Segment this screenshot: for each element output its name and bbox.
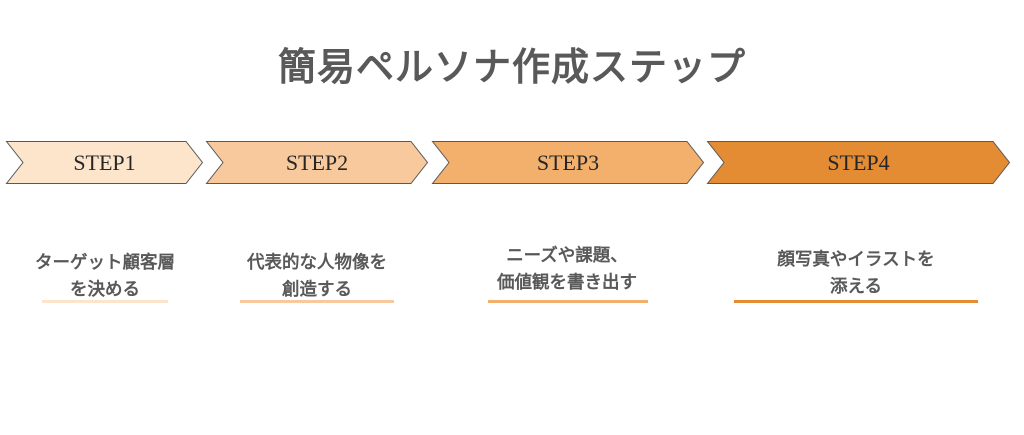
step4-desc-line1: 顔写真やイラストを: [777, 250, 935, 270]
step3-chevron-shape: [431, 141, 705, 184]
step1-desc-line1: ターゲット顧客層: [35, 253, 175, 273]
step1-chevron: [5, 141, 204, 184]
step4-label: STEP4: [827, 150, 890, 175]
step4-arrow: STEP4: [706, 141, 1011, 184]
step1-description: ターゲット顧客層 を決める: [10, 250, 200, 304]
step3-description: ニーズや課題、 価値観を書き出す: [462, 243, 672, 297]
step3-label: STEP3: [536, 150, 600, 175]
page-title: 簡易ペルソナ作成ステップ: [277, 45, 746, 89]
step3-desc-line2: 価値観を書き出す: [497, 273, 637, 293]
step4-chevron: [706, 141, 1011, 184]
step1-underline: [42, 300, 168, 303]
step4-chevron-shape: [706, 141, 1011, 184]
step2-chevron-shape: [205, 141, 429, 184]
step2-label: STEP2: [285, 150, 349, 175]
step2-desc-line1: 代表的な人物像を: [247, 253, 387, 273]
step4-desc-line2: 添える: [830, 277, 882, 297]
step1-label: STEP1: [73, 150, 136, 175]
step1-chevron-shape: [5, 141, 204, 184]
step2-chevron: [205, 141, 429, 184]
step2-description: 代表的な人物像を 創造する: [222, 250, 412, 304]
step1-arrow: STEP1: [5, 141, 204, 184]
step3-desc-line1: ニーズや課題、: [506, 246, 628, 266]
step2-underline: [240, 300, 394, 303]
step3-chevron: [431, 141, 705, 184]
step4-description: 顔写真やイラストを 添える: [746, 247, 966, 301]
step3-underline: [488, 300, 648, 303]
step2-arrow: STEP2: [205, 141, 429, 184]
step3-arrow: STEP3: [431, 141, 705, 184]
step1-desc-line2: を決める: [70, 280, 140, 300]
step2-desc-line2: 創造する: [282, 280, 352, 300]
step4-underline: [734, 300, 978, 303]
